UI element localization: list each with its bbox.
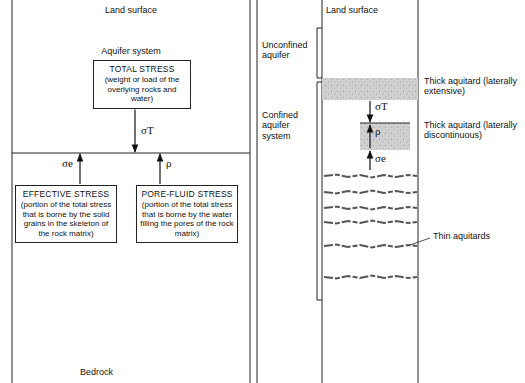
leader-line (410, 238, 430, 245)
aquitard-label: Thick aquitard (laterally extensive) (424, 76, 520, 97)
base-label: Bedrock (80, 367, 113, 377)
stress-arrow (159, 154, 160, 184)
column-wall (250, 0, 251, 383)
column-wall (322, 0, 323, 383)
stress-symbol: ρ (166, 157, 172, 170)
aquitard-band (322, 78, 418, 100)
bracket (317, 82, 322, 300)
stress-plane (360, 123, 410, 124)
stress-box: EFFECTIVE STRESS(portion of the total st… (15, 185, 117, 243)
box-body: (portion of the total stress that is bor… (140, 200, 234, 238)
surface-label: Land surface (326, 5, 378, 15)
unit-label: Unconfined aquifer (262, 40, 314, 61)
stress-symbol: σT (141, 124, 154, 137)
thin-aquitards (324, 175, 417, 279)
stress-symbol: σT (375, 100, 388, 113)
stress-symbol: ρ (375, 125, 381, 138)
stress-box: TOTAL STRESS(weight or load of the overl… (93, 60, 191, 109)
aquitard-label: Thick aquitard (laterally discontinuous) (424, 120, 520, 141)
stress-box: PORE-FLUID STRESS(portion of the total s… (136, 185, 238, 243)
panel-divider (257, 0, 258, 383)
aquitard-lens (360, 123, 410, 150)
box-body: (weight or load of the overlying rocks a… (97, 75, 187, 103)
column-wall (418, 0, 419, 383)
section-label: Aquifer system (12, 46, 250, 56)
box-heading: EFFECTIVE STRESS (19, 189, 113, 199)
stress-arrow (369, 151, 370, 170)
stress-arrow (369, 125, 370, 148)
aquitard-label: Thin aquitards (433, 231, 490, 241)
stress-arrow (134, 110, 135, 153)
box-body: (portion of the total stress that is bor… (19, 200, 113, 238)
column-wall (12, 0, 13, 383)
box-heading: PORE-FLUID STRESS (140, 189, 234, 199)
box-heading: TOTAL STRESS (97, 64, 187, 74)
stress-plane (12, 153, 250, 154)
unit-label: Confined aquifer system (262, 110, 314, 141)
stress-arrow (79, 154, 80, 184)
stress-symbol: σe (62, 157, 73, 170)
bracket (317, 28, 322, 78)
stress-symbol: σe (375, 152, 386, 165)
surface-label: Land surface (12, 5, 250, 15)
stress-arrow (369, 101, 370, 122)
